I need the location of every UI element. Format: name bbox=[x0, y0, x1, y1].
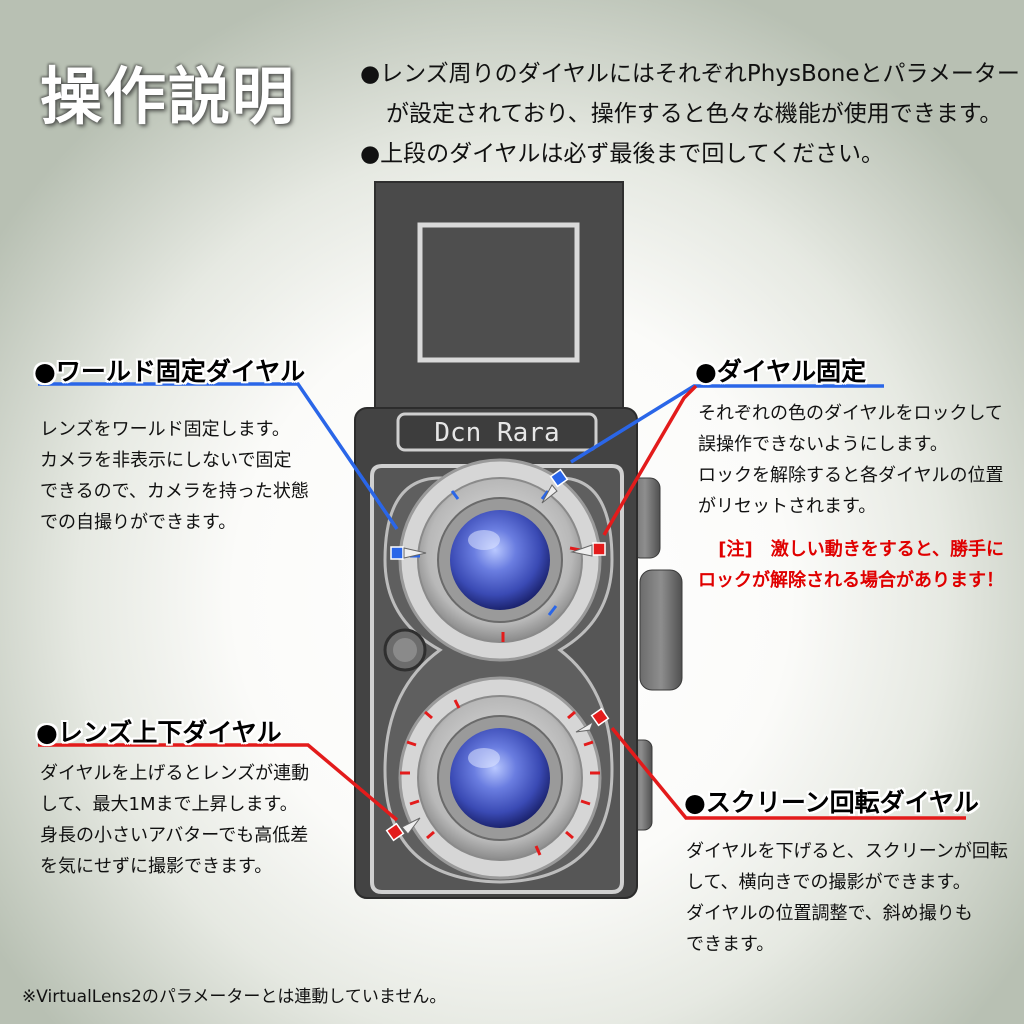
world-lock-heading: ●ワールド固定ダイヤル bbox=[34, 357, 306, 386]
lens-updown-marker bbox=[385, 822, 405, 842]
nameplate-text: Dcn Rara bbox=[434, 418, 559, 448]
screen-rotate-marker bbox=[590, 707, 610, 727]
screen-rotate-description: ダイヤルを下げると、スクリーンが回転 して、横向きでの撮影ができます。 ダイヤル… bbox=[686, 836, 1008, 960]
viewfinder-window bbox=[417, 222, 580, 363]
dial-lock-warning-line: ロックが解除される場合があります！ bbox=[698, 570, 1004, 591]
dial-lock-line: 誤操作できないようにします。 bbox=[698, 434, 948, 455]
screen-rotate-line: して、横向きでの撮影ができます。 bbox=[686, 872, 971, 893]
nameplate bbox=[396, 412, 598, 452]
upper-lens bbox=[398, 458, 602, 662]
dial-lock-heading: ●ダイヤル固定 bbox=[695, 357, 867, 386]
intro-line-1: ●レンズ周りのダイヤルにはそれぞれPhysBoneとパラメーター bbox=[360, 61, 1020, 87]
callout-line-world-lock bbox=[38, 382, 399, 530]
intro-line-3: ●上段のダイヤルは必ず最後まで回してください。 bbox=[360, 141, 884, 167]
side-knob-main bbox=[639, 569, 683, 691]
screen-rotate-line: できます。 bbox=[686, 934, 775, 955]
lower-lens bbox=[398, 676, 602, 880]
dial-lock-marker-red bbox=[592, 542, 606, 556]
lens-updown-line: して、最大1Mまで上昇します。 bbox=[40, 794, 298, 815]
intro-text: ●レンズ周りのダイヤルにはそれぞれPhysBoneとパラメーター が設定されてお… bbox=[360, 54, 1020, 174]
screen-rotate-heading: ●スクリーン回転ダイヤル bbox=[684, 788, 979, 817]
screen-rotate-line: ダイヤルの位置調整で、斜め撮りも bbox=[686, 903, 973, 924]
screen-rotate-line: ダイヤルを下げると、スクリーンが回転 bbox=[686, 841, 1008, 862]
callout-line-lens-updown bbox=[38, 743, 399, 822]
dial-lock-description: それぞれの色のダイヤルをロックして 誤操作できないようにします。 ロックを解除す… bbox=[698, 398, 1003, 522]
lens-updown-description: ダイヤルを上げるとレンズが連動 して、最大1Mまで上昇します。 身長の小さいアバ… bbox=[40, 758, 309, 882]
page-title: 操作説明 bbox=[40, 60, 297, 133]
world-lock-marker bbox=[390, 546, 404, 560]
lens-updown-line: を気にせずに撮影できます。 bbox=[40, 856, 273, 877]
dial-lock-warning: [注] 激しい動きをすると、勝手に ロックが解除される場合があります！ bbox=[698, 534, 1004, 596]
lens-updown-line: 身長の小さいアバターでも高低差 bbox=[40, 825, 309, 846]
dial-lock-warning-line: [注] 激しい動きをすると、勝手に bbox=[718, 539, 1004, 560]
world-lock-line: での自撮りができます。 bbox=[40, 512, 237, 533]
lens-updown-line: ダイヤルを上げるとレンズが連動 bbox=[40, 763, 310, 784]
world-lock-line: レンズをワールド固定します。 bbox=[40, 419, 290, 440]
world-lock-description: レンズをワールド固定します。 カメラを非表示にしないで固定 できるので、カメラを… bbox=[40, 414, 309, 538]
callout-line-dial-lock-red bbox=[602, 384, 698, 536]
dial-lock-line: がリセットされます。 bbox=[698, 496, 877, 517]
world-lock-line: カメラを非表示にしないで固定 bbox=[40, 450, 292, 471]
dial-lock-line: それぞれの色のダイヤルをロックして bbox=[698, 403, 1003, 424]
footnote: ※VirtualLens2のパラメーターとは連動していません。 bbox=[22, 987, 447, 1007]
intro-line-2: が設定されており、操作すると色々な機能が使用できます。 bbox=[386, 101, 1003, 127]
world-lock-line: できるので、カメラを持った状態 bbox=[40, 481, 309, 502]
lens-updown-heading: ●レンズ上下ダイヤル bbox=[36, 718, 282, 747]
dial-lock-line: ロックを解除すると各ダイヤルの位置 bbox=[698, 465, 1004, 486]
callout-line-screen-rotate bbox=[610, 726, 966, 820]
dial-lock-marker-blue bbox=[549, 468, 569, 488]
